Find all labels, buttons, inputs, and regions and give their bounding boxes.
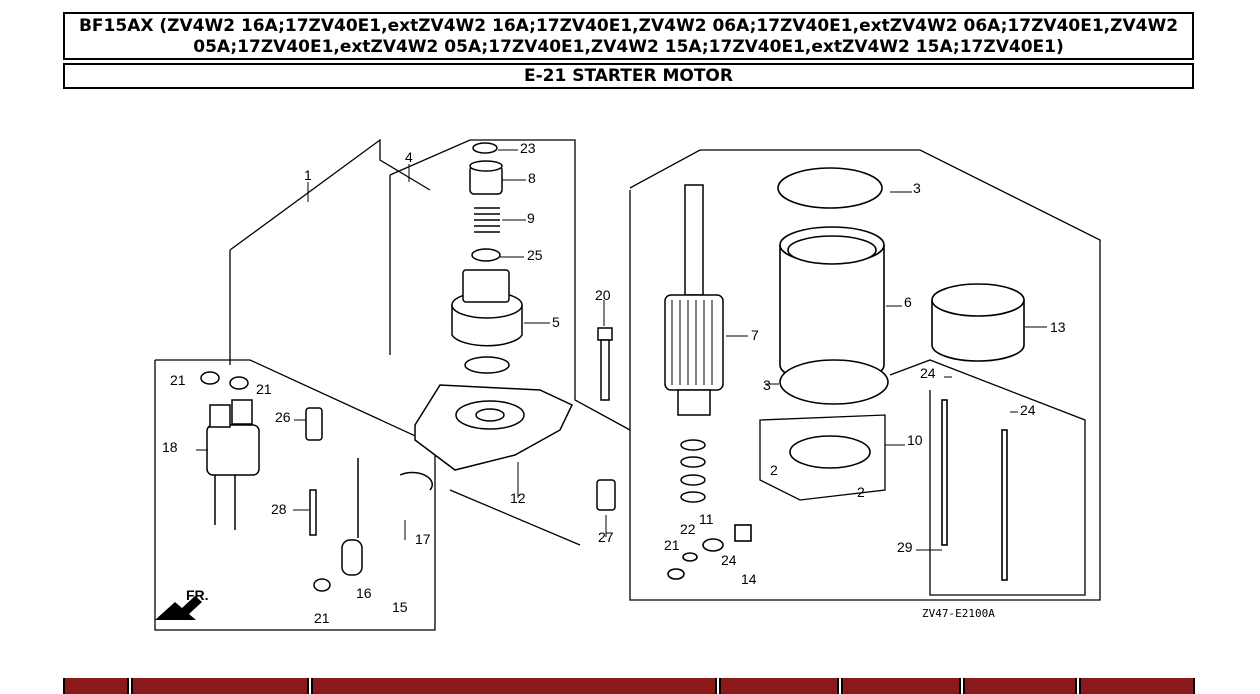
callout-label: 15 <box>392 599 408 615</box>
callout-label: 13 <box>1050 319 1066 335</box>
table-header-cell <box>963 678 1077 694</box>
callout-label: 24 <box>920 365 936 381</box>
parts-diagram: FR. 1 2 2 3 3 4 5 6 7 8 9 10 11 12 13 14… <box>154 138 1101 631</box>
table-header-cell <box>131 678 309 694</box>
callout-label: 25 <box>527 247 543 263</box>
callout-label: 5 <box>552 314 560 330</box>
callout-label: 21 <box>664 537 680 553</box>
callout-label: 2 <box>770 462 778 478</box>
callout-label: 1 <box>304 167 312 183</box>
table-header-cell <box>719 678 839 694</box>
callout-label: 21 <box>256 381 272 397</box>
callout-label: 6 <box>904 294 912 310</box>
callout-label: 18 <box>162 439 178 455</box>
callout-label: 26 <box>275 409 291 425</box>
callout-label: 11 <box>699 511 714 527</box>
callout-label: 29 <box>897 539 913 555</box>
callout-label: 9 <box>527 210 535 226</box>
callout-label: 23 <box>520 140 536 156</box>
drawing-code: ZV47-E2100A <box>922 607 995 620</box>
table-header-cell <box>311 678 717 694</box>
callout-label: 4 <box>405 149 413 165</box>
table-header-cell <box>841 678 961 694</box>
callout-label: 24 <box>1020 402 1036 418</box>
callout-label: 21 <box>170 372 186 388</box>
callout-label: 22 <box>680 521 696 537</box>
callout-label: 17 <box>415 531 431 547</box>
callout-label: 21 <box>314 610 330 626</box>
callout-label: 16 <box>356 585 372 601</box>
section-title: E-21 STARTER MOTOR <box>63 63 1194 89</box>
callout-label: 10 <box>907 432 923 448</box>
callout-label: 3 <box>913 180 921 196</box>
callout-label: 3 <box>763 377 771 393</box>
model-title: BF15AX (ZV4W2 16A;17ZV40E1,extZV4W2 16A;… <box>63 12 1194 60</box>
callout-label: 20 <box>595 287 611 303</box>
direction-label: FR. <box>186 587 209 603</box>
table-header-cell <box>1079 678 1195 694</box>
parts-table-header <box>63 678 1195 694</box>
callout-label: 7 <box>751 327 759 343</box>
callout-label: 8 <box>528 170 536 186</box>
callout-label: 28 <box>271 501 287 517</box>
callout-label: 2 <box>857 484 865 500</box>
front-arrow-icon <box>155 596 202 620</box>
table-header-cell <box>63 678 129 694</box>
callout-label: 14 <box>741 571 757 587</box>
callout-label: 24 <box>721 552 737 568</box>
